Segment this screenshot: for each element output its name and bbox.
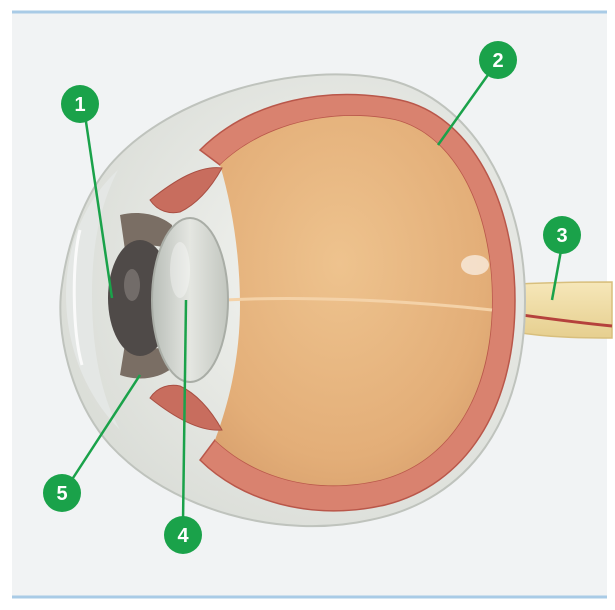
label-3-text: 3 xyxy=(556,225,567,247)
reflection-highlight xyxy=(461,255,489,275)
lens-highlight xyxy=(170,242,190,298)
label-2: 2 xyxy=(479,41,517,79)
label-1: 1 xyxy=(61,85,99,123)
label-3: 3 xyxy=(543,216,581,254)
lens xyxy=(152,218,228,382)
label-4-text: 4 xyxy=(177,525,189,547)
label-2-text: 2 xyxy=(492,50,503,72)
label-5-text: 5 xyxy=(56,483,67,505)
label-5: 5 xyxy=(43,474,81,512)
label-1-text: 1 xyxy=(74,94,85,116)
pupil-highlight xyxy=(124,269,140,301)
label-4: 4 xyxy=(164,516,202,554)
